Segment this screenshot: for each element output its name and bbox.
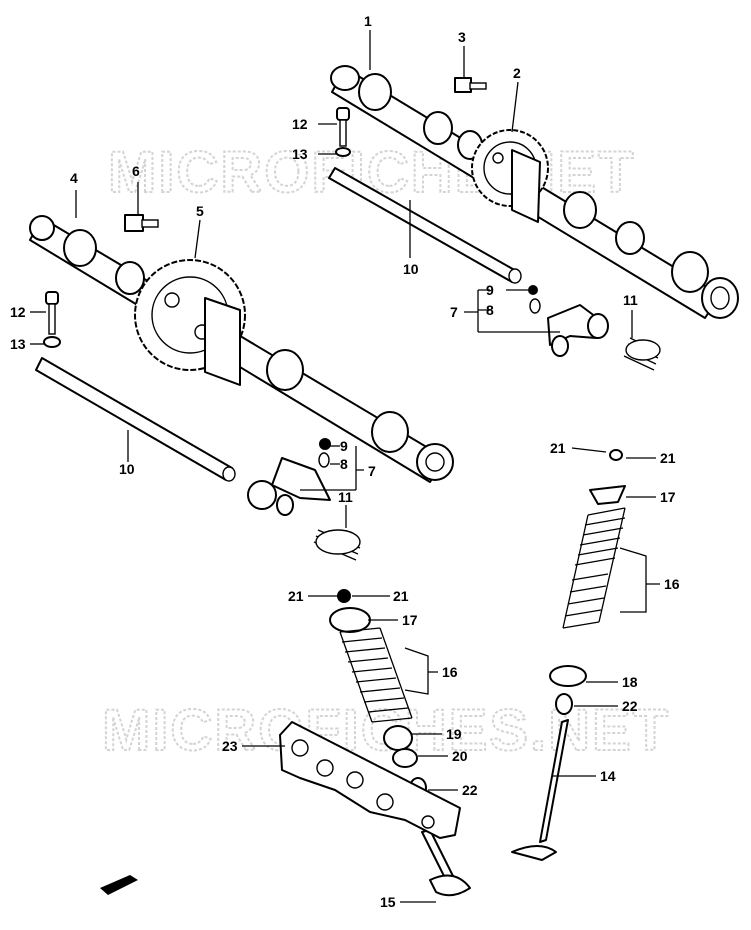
- label-18: 18: [622, 674, 638, 690]
- front-arrow-icon: [100, 875, 138, 895]
- label-21-right-b: 21: [660, 450, 676, 466]
- valve-spring-left: [339, 627, 413, 723]
- valve-assembly-right: [511, 449, 626, 861]
- label-11-upper: 11: [623, 292, 638, 308]
- rocker-arm-lower: [247, 438, 331, 516]
- label-21-right-a: 21: [550, 440, 566, 456]
- sprocket-upper: [471, 129, 549, 223]
- label-22-right: 22: [622, 698, 638, 714]
- rocker-arm-upper: [528, 285, 609, 357]
- bolt-12-upper: [335, 107, 351, 157]
- label-21-left-a: 21: [288, 588, 304, 604]
- label-17-left: 17: [402, 612, 418, 628]
- label-7-upper: 7: [450, 304, 458, 320]
- label-1: 1: [364, 13, 372, 29]
- sprocket-lower: [134, 259, 246, 386]
- label-12-upper: 12: [292, 116, 308, 132]
- label-5: 5: [196, 203, 204, 219]
- label-17-right: 17: [660, 489, 676, 505]
- bolt-3: [454, 77, 487, 93]
- label-10-upper: 10: [403, 261, 419, 277]
- label-6: 6: [132, 163, 140, 179]
- label-14: 14: [600, 768, 616, 784]
- label-22-left: 22: [462, 782, 478, 798]
- label-4: 4: [70, 170, 78, 186]
- valve-assembly-left: [329, 589, 471, 897]
- leader-lines: [30, 30, 660, 903]
- spring-11-lower: [313, 529, 361, 561]
- label-16-left: 16: [442, 664, 458, 680]
- label-3: 3: [458, 29, 466, 45]
- label-21-left-b: 21: [393, 588, 409, 604]
- label-19: 19: [446, 726, 462, 742]
- spring-11-upper: [623, 337, 661, 371]
- label-15: 15: [380, 894, 396, 910]
- camshaft-lower: [29, 215, 454, 483]
- label-2: 2: [513, 65, 521, 81]
- guide-plate-23: [279, 721, 461, 839]
- watermark-bottom: MICROFICHES.NET: [102, 698, 670, 763]
- label-12-lower: 12: [10, 304, 26, 320]
- bolt-6: [124, 214, 159, 232]
- label-16-right: 16: [664, 576, 680, 592]
- rocker-shaft-upper: [328, 167, 522, 284]
- label-13-upper: 13: [292, 146, 308, 162]
- part-labels: 1 2 3 12 13 10 9 8 7 11 4 6 5 12 13 10 9…: [10, 13, 680, 910]
- label-23: 23: [222, 738, 238, 754]
- label-10-lower: 10: [119, 461, 135, 477]
- label-13-lower: 13: [10, 336, 26, 352]
- label-9-upper: 9: [486, 282, 494, 298]
- valve-spring-right: [562, 507, 626, 629]
- label-7-lower: 7: [368, 463, 376, 479]
- label-9-lower: 9: [340, 438, 348, 454]
- label-20: 20: [452, 748, 468, 764]
- rocker-shaft-lower: [35, 357, 236, 482]
- label-8-lower: 8: [340, 456, 348, 472]
- label-11-lower: 11: [338, 489, 353, 505]
- label-8-upper: 8: [486, 302, 494, 318]
- bolt-12-lower: [43, 291, 61, 348]
